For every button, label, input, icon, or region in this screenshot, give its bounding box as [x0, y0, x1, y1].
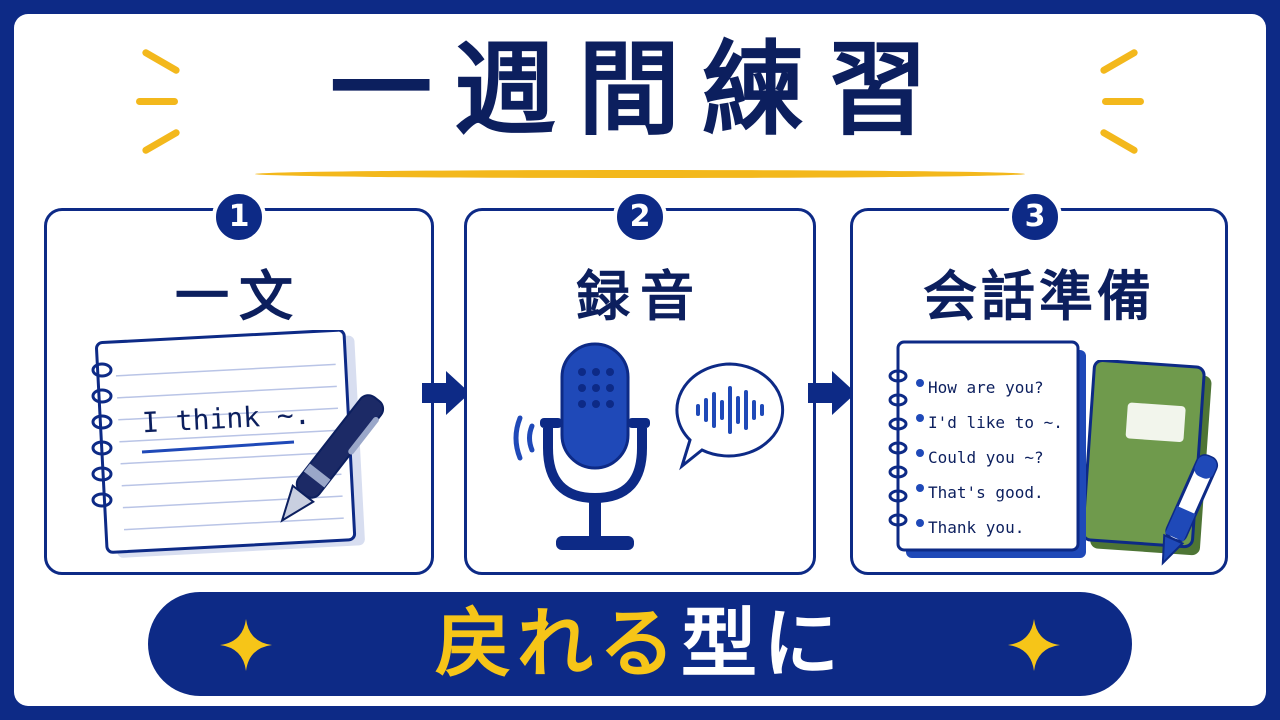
slogan-highlight: 戻れる	[435, 599, 681, 688]
slogan-banner: 戻れる型に	[148, 592, 1132, 696]
sparkle-icon	[220, 619, 272, 671]
page-title: 一週間練習	[330, 31, 950, 150]
phrase-item: How are you?	[928, 378, 1044, 397]
phrase-item: That's good.	[928, 483, 1044, 502]
microphone-icon	[513, 342, 650, 550]
phrase-notebook-icon	[888, 340, 1086, 558]
step-title-1: 一文	[175, 265, 303, 328]
step-number-2: 2	[613, 190, 667, 244]
pen-icon	[280, 394, 385, 523]
sparkle-icon	[1008, 619, 1060, 671]
slogan-rest: 型に	[681, 599, 845, 688]
title-underline	[255, 170, 1025, 178]
phrase-item: Thank you.	[928, 518, 1025, 537]
slogan-text: 戻れる型に	[148, 592, 1132, 696]
phrase-list: How are you? I'd like to ~. Could you ~?…	[928, 370, 1063, 545]
arrow-right-icon	[422, 371, 470, 415]
arrow-right-icon	[808, 371, 856, 415]
phrase-item: I'd like to ~.	[928, 413, 1063, 432]
sound-wave-bubble-icon	[675, 362, 785, 471]
step-title-2: 録音	[576, 265, 704, 328]
phrase-item: Could you ~?	[928, 448, 1044, 467]
step-title-3: 会話準備	[923, 265, 1155, 328]
step-number-1: 1	[212, 190, 266, 244]
step-number-3: 3	[1008, 190, 1062, 244]
pen-icon	[1161, 454, 1219, 566]
